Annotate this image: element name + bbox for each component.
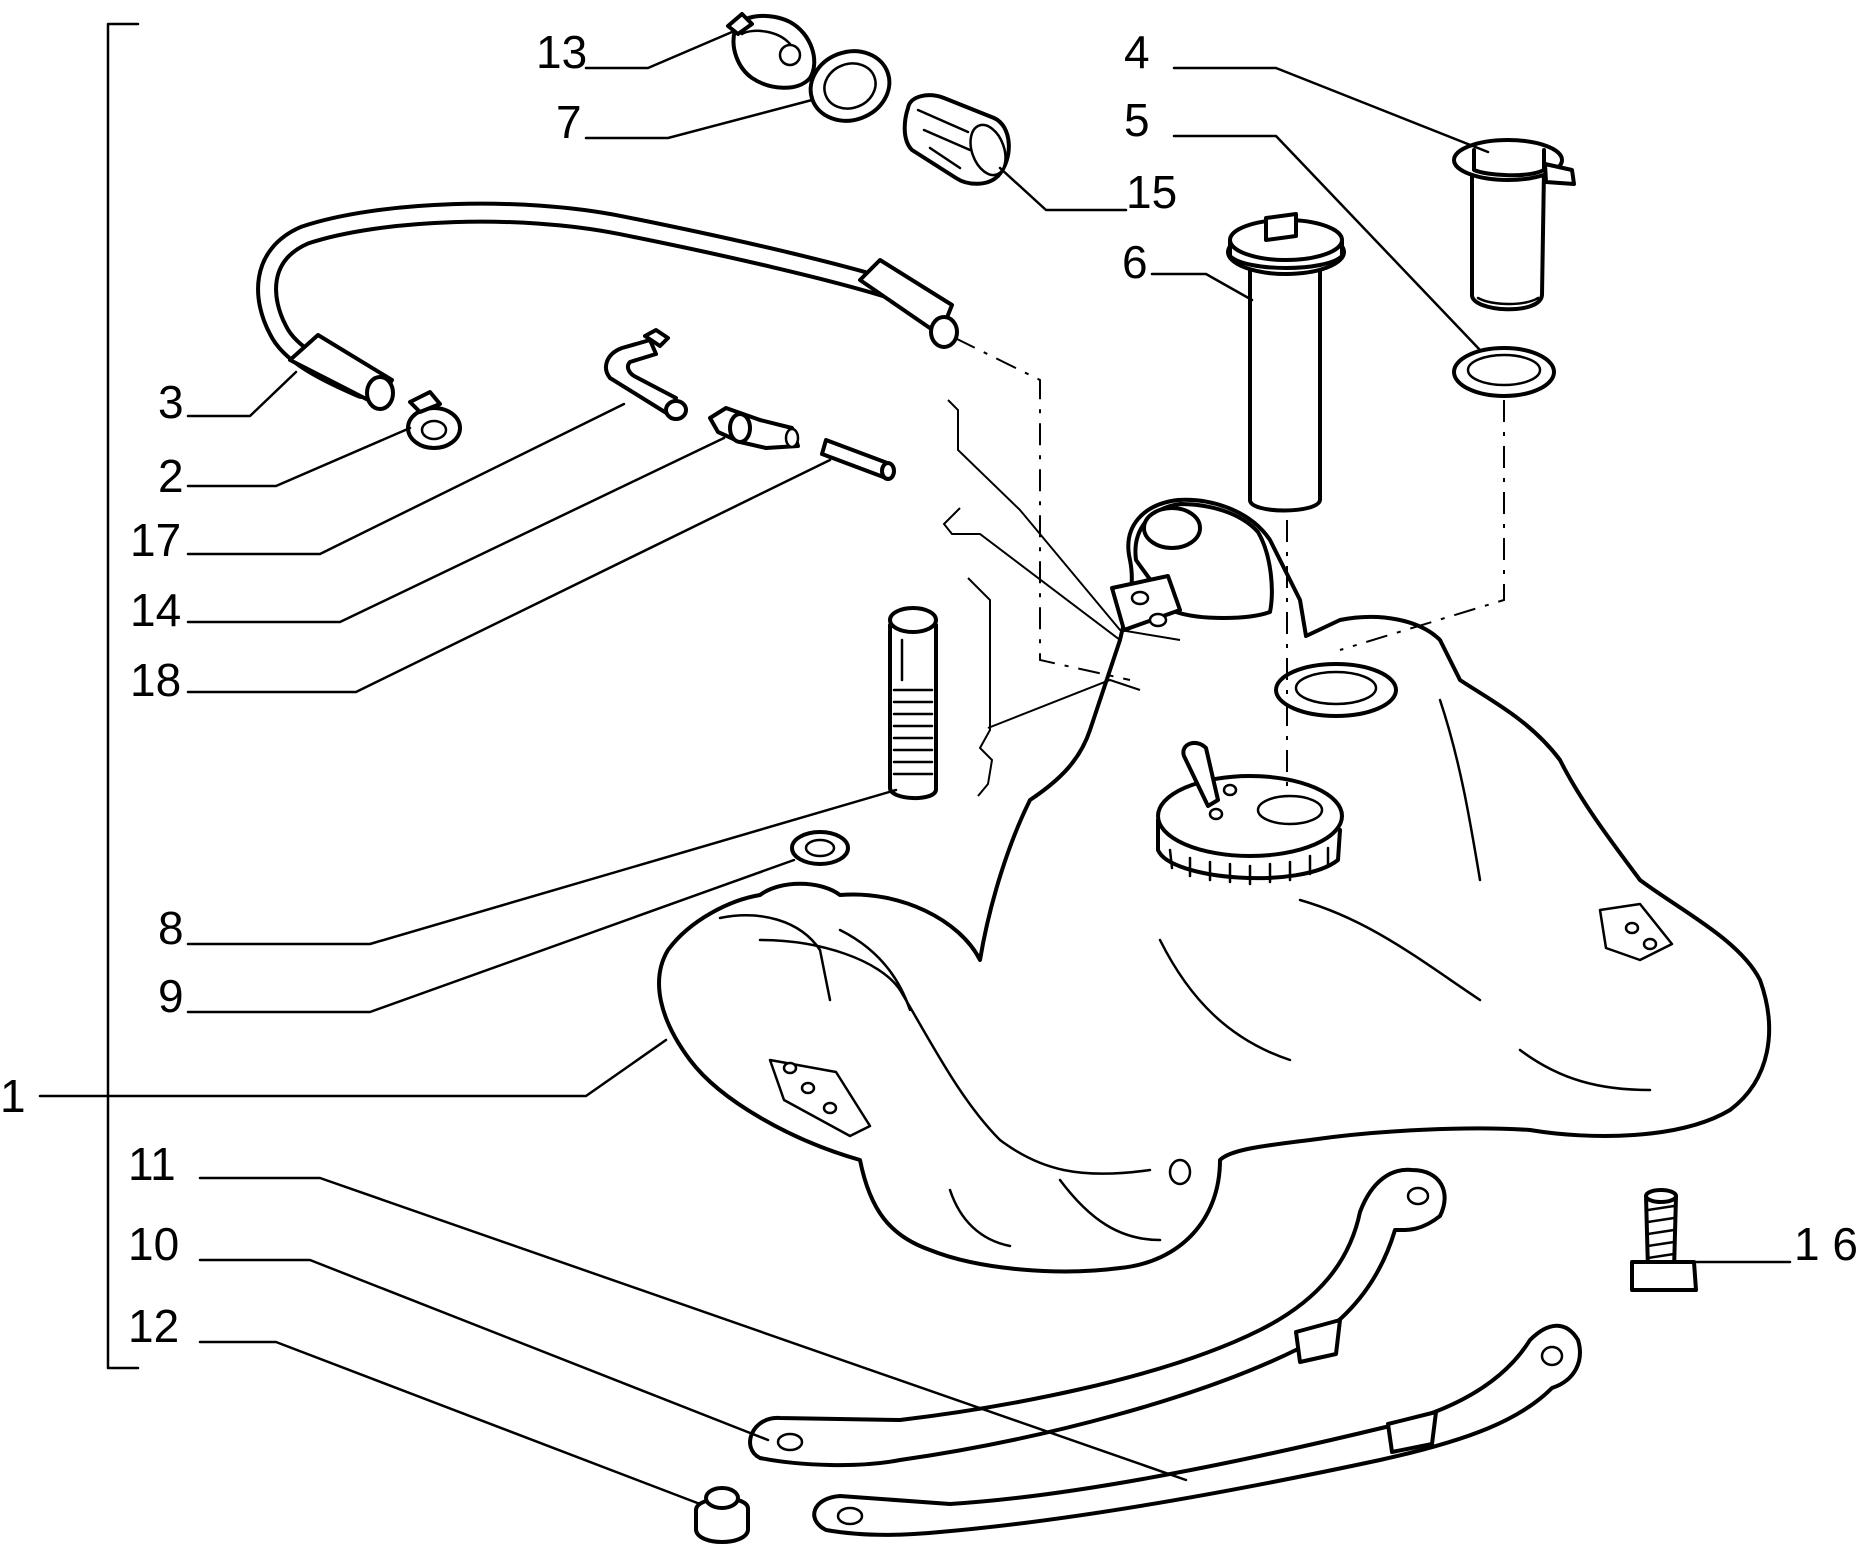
callout-17: 17 xyxy=(130,514,181,566)
elbow-connector xyxy=(604,328,688,421)
level-sender xyxy=(1226,212,1346,513)
callout-18: 18 xyxy=(130,654,181,706)
assembly-bracket xyxy=(106,22,140,1370)
pump-gasket xyxy=(1452,346,1556,398)
callout-3: 3 xyxy=(158,376,184,428)
callout-14: 14 xyxy=(130,584,181,636)
fuel-hose xyxy=(256,201,959,411)
callout-10: 10 xyxy=(128,1218,179,1270)
valve xyxy=(708,406,800,450)
tank-strap-rear xyxy=(748,1167,1447,1468)
callout-6: 6 xyxy=(1122,236,1148,288)
filler-cap xyxy=(726,12,817,90)
callout-4: 4 xyxy=(1124,26,1150,78)
callout-11: 11 xyxy=(128,1138,176,1190)
callout-1: 1 xyxy=(0,1070,26,1122)
fuel-tank xyxy=(657,497,1772,1274)
callout-12: 12 xyxy=(128,1300,179,1352)
pipe-clip xyxy=(790,830,850,866)
callout-9: 9 xyxy=(158,970,184,1022)
callout-8: 8 xyxy=(158,902,184,954)
callout-7: 7 xyxy=(556,96,582,148)
connector xyxy=(902,93,1011,186)
callout-5: 5 xyxy=(1124,94,1150,146)
callout-labels: 1 2 3 4 5 6 7 8 9 10 11 12 13 14 15 1 6 … xyxy=(0,26,1858,1352)
assembly-guides xyxy=(942,337,1505,797)
strap-nut xyxy=(694,1486,750,1544)
hose-clip xyxy=(406,390,462,450)
callout-2: 2 xyxy=(158,450,184,502)
filler-pipe xyxy=(888,606,938,801)
fuel-pump xyxy=(1452,138,1576,312)
tank-strap-front xyxy=(812,1323,1582,1537)
leader-lines xyxy=(38,30,1792,1506)
callout-13: 13 xyxy=(536,26,587,78)
callout-16: 1 6 xyxy=(1794,1218,1858,1270)
callout-15: 15 xyxy=(1126,166,1177,218)
mounting-bolt xyxy=(1630,1188,1698,1292)
short-tube xyxy=(820,438,896,481)
